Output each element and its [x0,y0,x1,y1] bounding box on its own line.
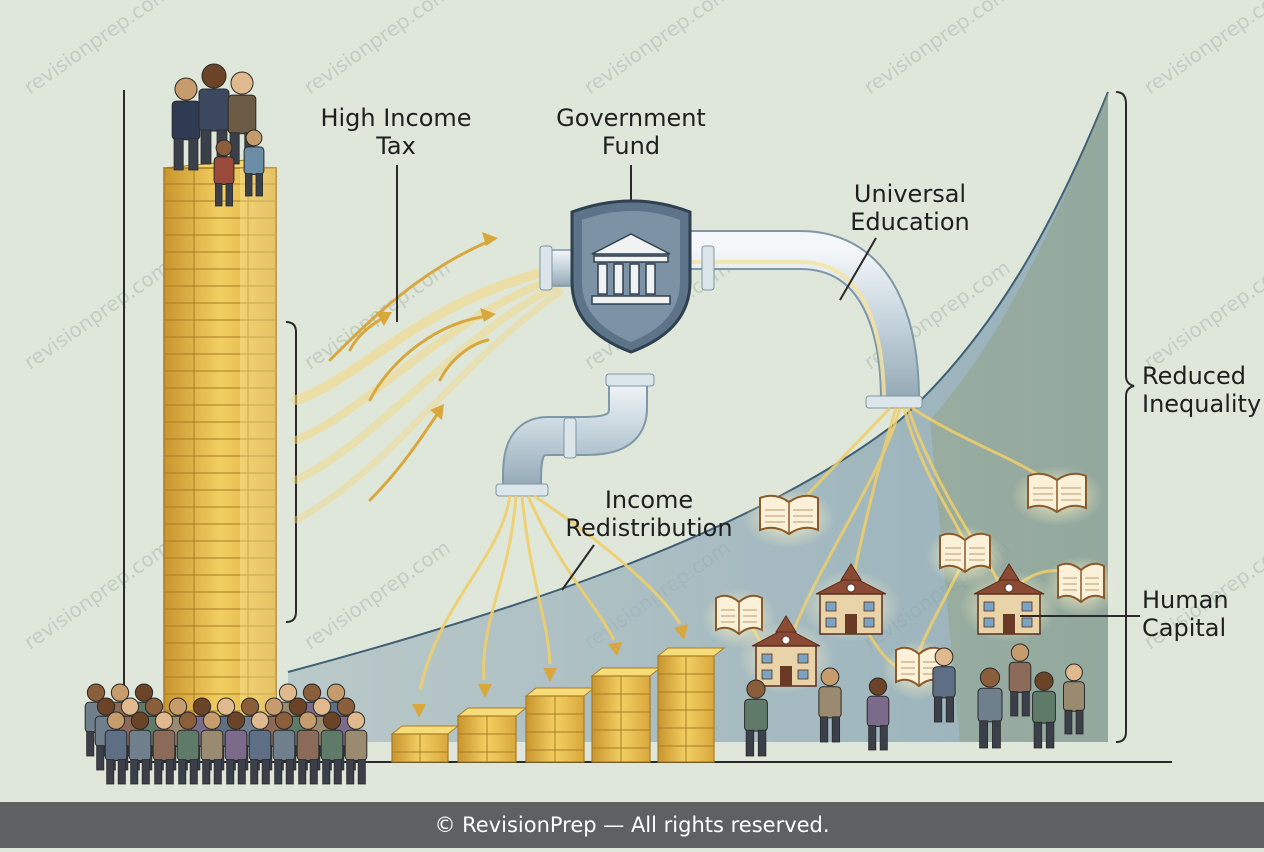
person-icon [818,667,842,743]
crowd-of-people [84,683,368,785]
wealth-tower [162,159,278,717]
callout-lines [396,165,1140,617]
high-income-tax-label: High Income Tax [320,104,472,160]
gold-stack [524,687,596,763]
person-icon [272,711,296,785]
universal-education-label: Universal Education [850,180,970,236]
person-icon [128,711,152,785]
tax-stream-arrowheads [376,232,498,420]
person-icon [1032,671,1056,749]
reduced-inequality-label: Reduced Inequality [1142,362,1262,418]
educated-people [744,643,1085,757]
gold-stack [390,725,460,763]
person-icon [213,139,235,207]
person-icon [1063,663,1085,735]
person-icon [320,711,344,785]
person-icon [248,711,272,785]
person-icon [344,711,368,785]
school-house-icon [959,563,1059,642]
government-fund-label: Government Fund [556,104,706,160]
tax-streams [291,238,565,524]
person-icon [176,711,200,785]
school-house-icon [801,563,901,642]
watermark-text: revisionprep.com [19,535,174,654]
watermark-text: revisionprep.com [299,0,454,99]
person-icon [243,129,265,197]
watermark-text: revisionprep.com [579,0,734,99]
watermark-text: revisionprep.com [1139,0,1264,99]
inequality-bracket [1115,91,1135,743]
income-redistribution-label: Income Redistribution [565,486,733,542]
person-icon [744,679,768,757]
gold-stack [590,667,662,763]
person-icon [104,711,128,785]
inequality-curve-line [287,91,1109,673]
person-icon [200,711,224,785]
watermark-text: revisionprep.com [19,0,174,99]
person-icon [866,677,890,751]
wealthy-people-on-top [171,63,265,207]
copyright-footer: © RevisionPrep — All rights reserved. [0,802,1264,848]
watermark-text: revisionprep.com [1139,255,1264,374]
pipes [495,230,923,497]
person-icon [171,77,201,171]
human-capital-label: Human Capital [1142,586,1229,642]
person-icon [1008,643,1032,717]
school-house-icon [738,615,834,694]
redistributed-gold-stacks [390,647,726,763]
open-book-icon [742,488,836,548]
open-book-icon [1010,466,1104,526]
person-icon [932,647,956,723]
gold-stack [456,707,528,763]
person-icon [224,711,248,785]
person-icon [296,711,320,785]
person-icon [152,711,176,785]
person-icon [977,667,1003,749]
redistribution-streams [418,494,682,691]
tax-bracket [285,321,297,623]
bank-building-icon [591,233,671,305]
gold-stack [656,647,726,763]
open-book-icon [1044,556,1118,616]
watermark-text: revisionprep.com [19,255,174,374]
open-book-icon [925,526,1005,586]
inequality-curve-area [288,92,1108,742]
redistribution-arrowheads [412,624,688,718]
watermark-text: revisionprep.com [859,0,1014,99]
